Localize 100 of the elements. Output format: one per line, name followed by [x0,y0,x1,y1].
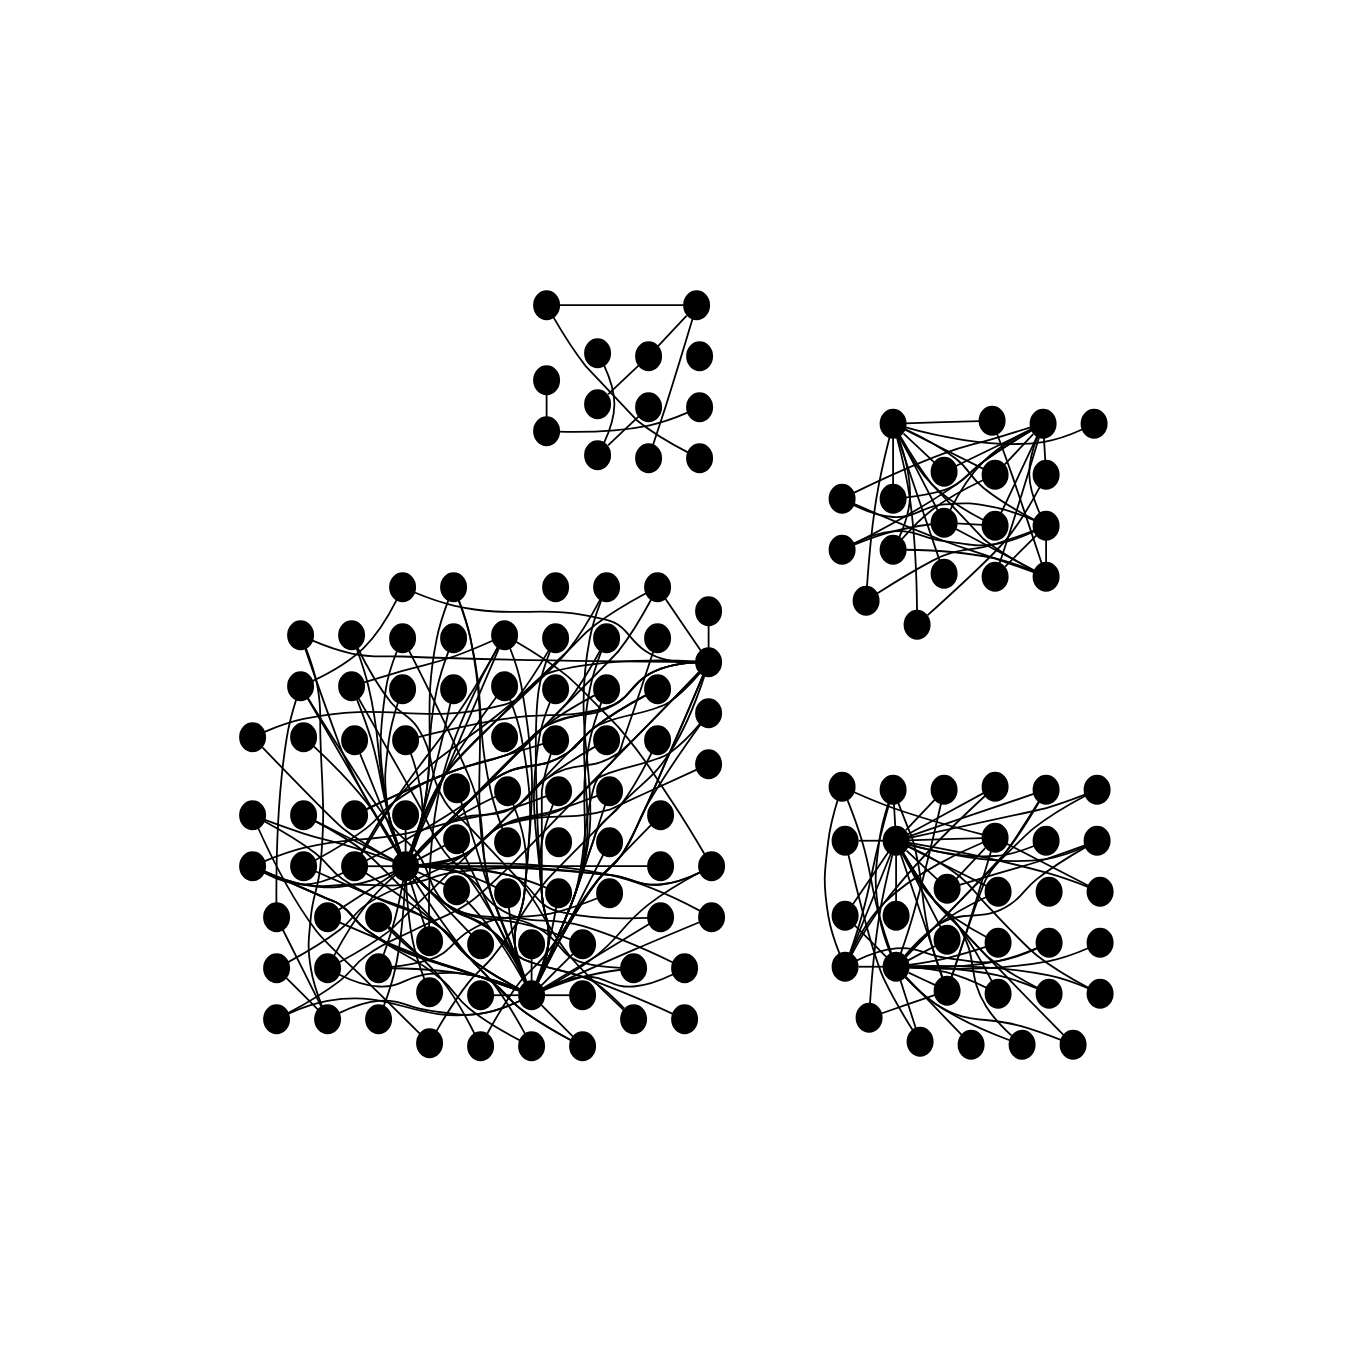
connector [904,794,1087,958]
connector [412,877,526,1035]
node-circle [671,1004,699,1035]
connector [337,694,648,964]
connector [465,899,526,984]
connector [404,828,407,853]
connector [540,1004,575,1038]
node-circle [695,698,723,729]
node-circle [644,674,672,705]
connector [285,977,320,1011]
connector [382,879,406,1008]
node-circle [290,851,318,882]
node-circle [635,392,663,423]
node-circle [647,851,675,882]
node-circle [389,623,417,654]
node-circle [290,722,318,753]
node-circle [491,620,519,651]
connector [1043,436,1047,462]
connector [311,598,398,682]
connector [461,850,527,984]
node-circle [392,851,420,882]
connector [907,837,984,842]
connector [957,844,1087,887]
connector [414,875,674,1015]
connector [306,697,400,856]
connector [387,927,521,992]
connector [1000,435,1039,515]
node-circle [542,623,570,654]
connector [362,639,494,684]
connector [387,925,476,1036]
node-circle [443,875,471,906]
node-circle [440,572,468,603]
connector [414,875,625,1010]
connector [263,866,702,888]
node-circle [542,725,570,756]
connector [899,852,944,979]
connector [338,921,521,992]
node-circle [545,776,573,807]
connector [898,434,1036,572]
connector [857,839,885,842]
connector [903,427,1036,521]
connector [492,994,520,997]
node-circle [1035,978,1063,1009]
connector [357,697,527,984]
node-circle [596,776,624,807]
node-circle [1059,1029,1087,1060]
connector [408,648,550,854]
node-circle [933,873,961,904]
connector [1028,435,1041,515]
node-circle [365,902,393,933]
node-circle [593,674,621,705]
node-circle [686,392,714,423]
connector [876,529,1036,595]
node-circle [695,647,723,678]
connector [536,823,653,984]
connector [287,997,522,1017]
connector [899,978,917,1030]
node-circle [903,609,931,640]
node-circle [593,572,621,603]
connector [903,895,988,958]
node-circle [239,722,267,753]
connector [854,924,888,959]
connector [263,818,395,863]
connector [904,800,1041,959]
connector [261,746,396,862]
connector [263,871,345,886]
connector [416,862,701,912]
connector [405,879,426,981]
connector [486,674,705,1035]
connector [950,850,993,979]
node-circle [392,725,420,756]
node-circle [906,1026,934,1057]
connector [1005,842,1089,887]
node-circle [416,926,444,957]
connector [552,315,690,454]
connector [263,794,548,863]
node-circle [981,459,1009,490]
connector [852,426,1033,494]
connector [409,598,450,855]
connector [656,314,688,348]
connector [607,415,640,447]
node-circle [1083,825,1111,856]
node-circle [287,671,315,702]
node-circle [695,596,723,627]
connector [907,966,988,989]
connector [544,994,571,997]
connector [849,841,985,955]
node-circle [494,776,522,807]
connector [262,820,522,991]
connector [333,873,397,957]
connector [410,646,501,855]
node-circle [533,365,561,396]
node-circle [1086,927,1114,958]
connector [855,947,1039,964]
connector [893,802,897,828]
connector [901,851,994,983]
connector [460,800,527,984]
node-circle [443,824,471,855]
connector [313,820,522,991]
connector [390,897,599,968]
